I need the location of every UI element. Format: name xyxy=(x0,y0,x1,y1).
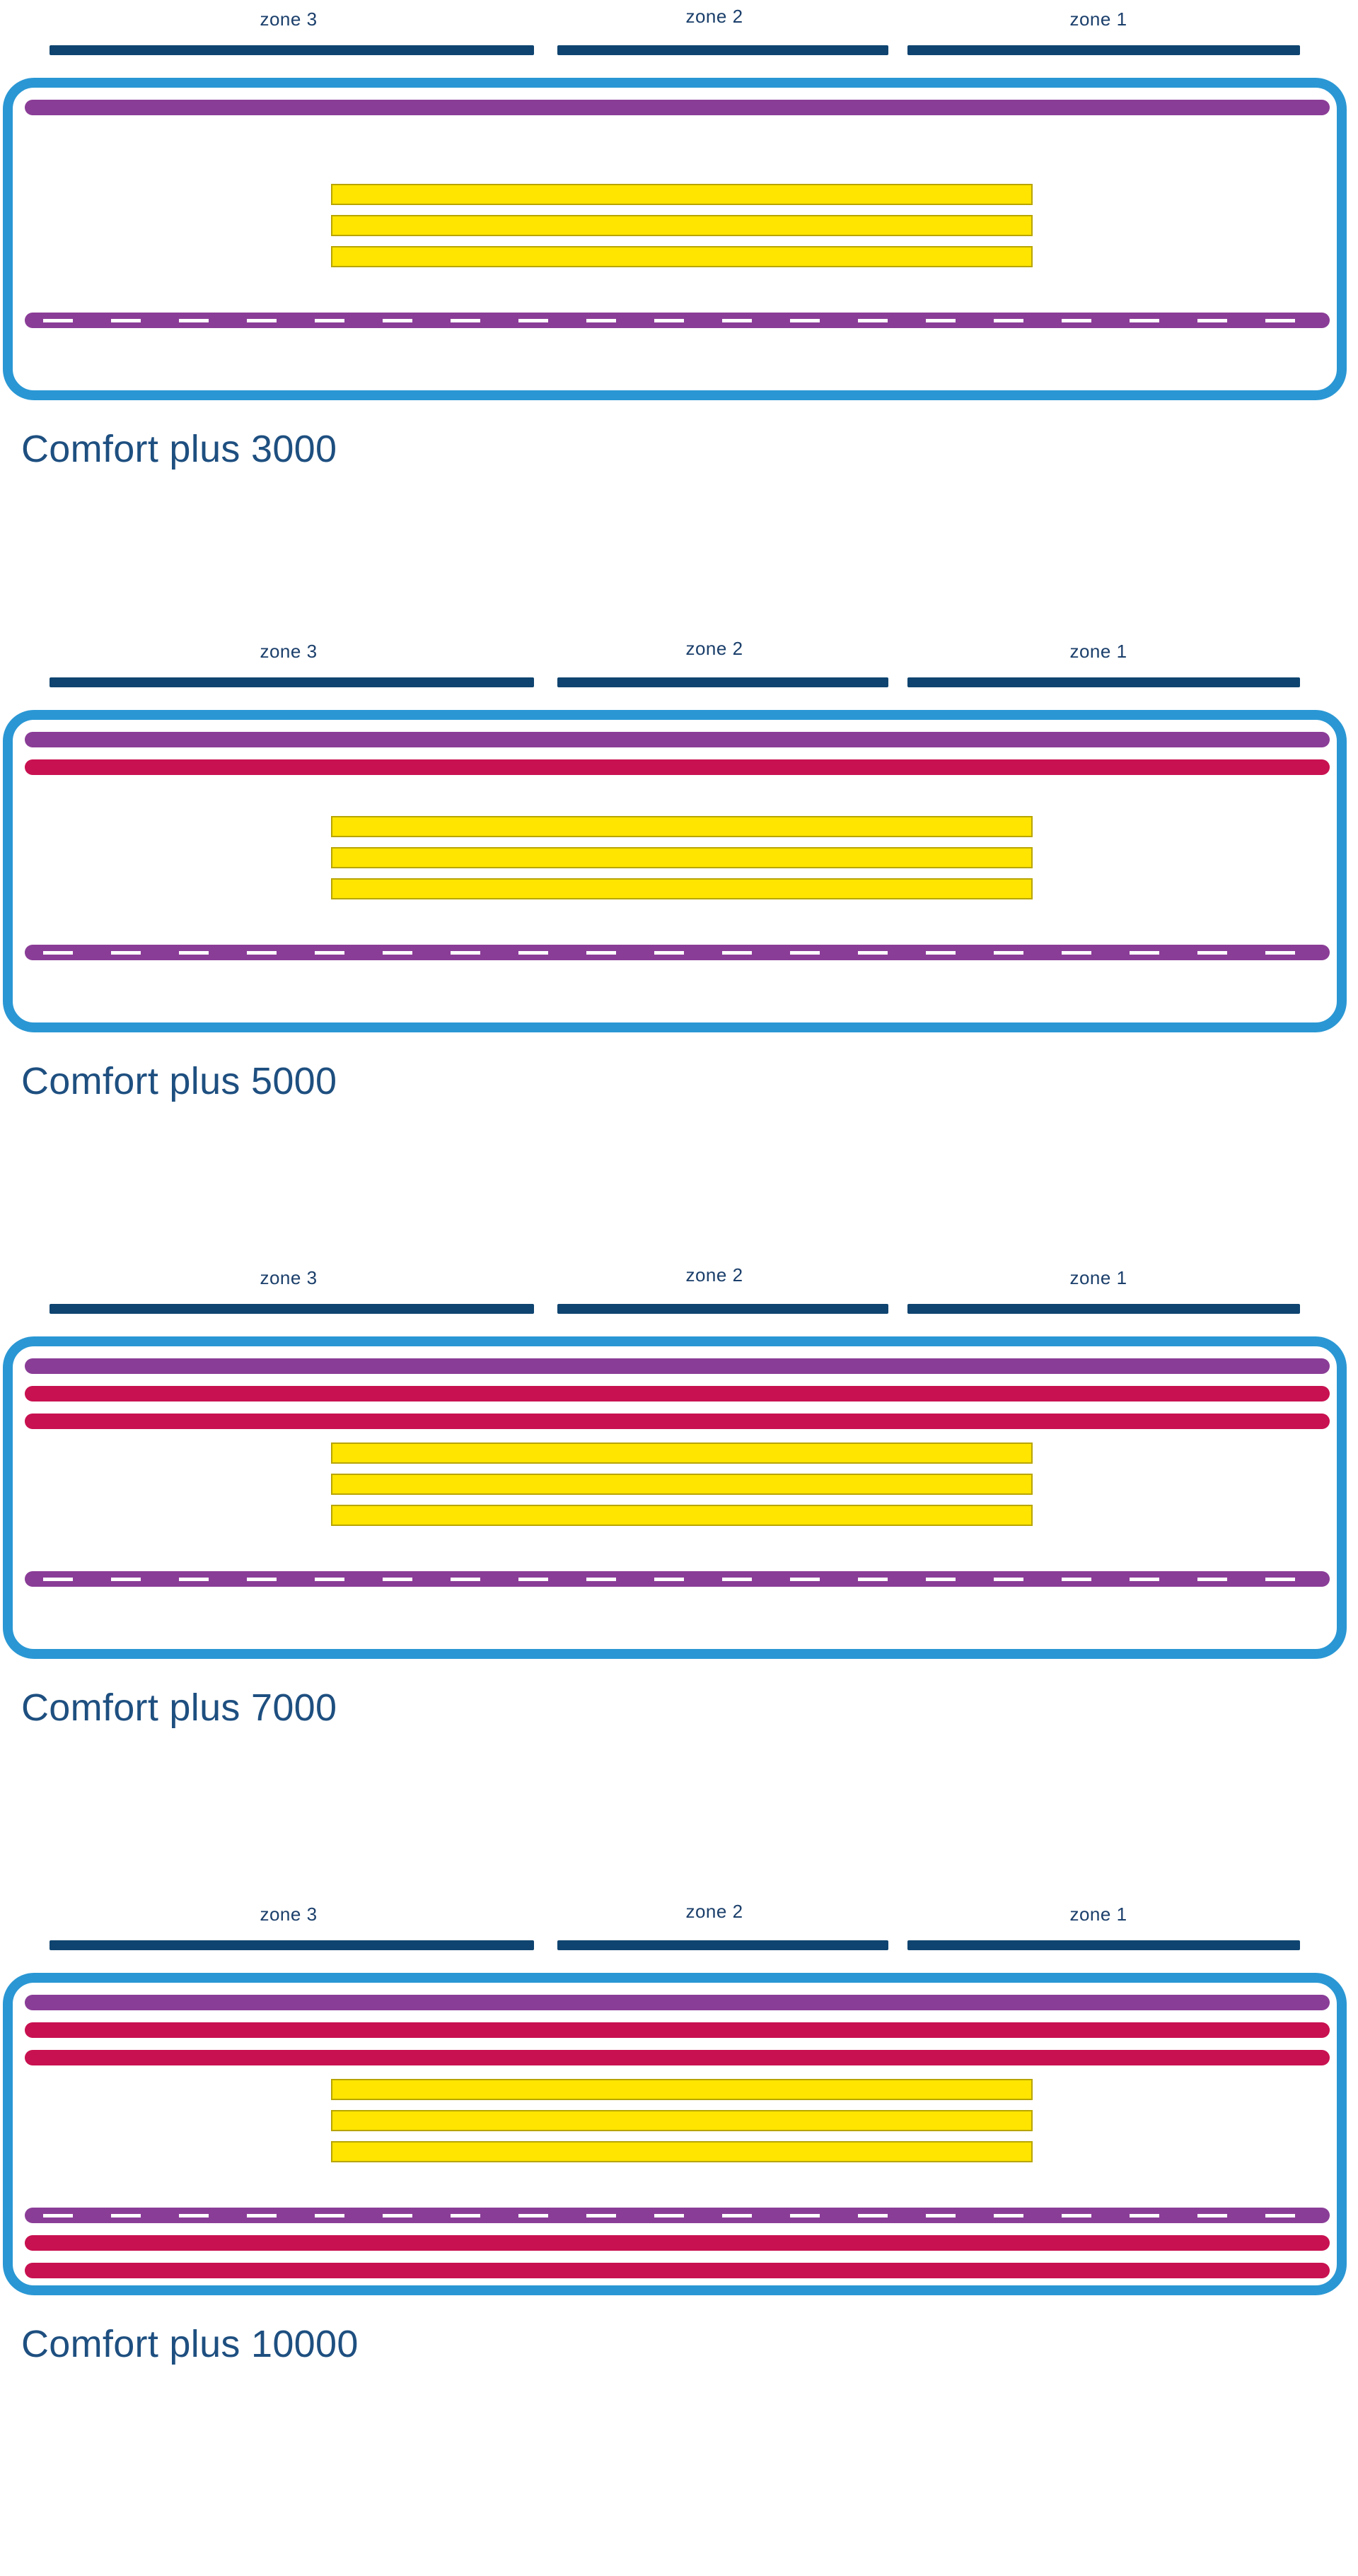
yellow-slat xyxy=(331,215,1033,236)
model-caption: Comfort plus 10000 xyxy=(21,2323,359,2365)
yellow-slat xyxy=(331,878,1033,899)
purple-tube xyxy=(25,732,1330,747)
yellow-slat xyxy=(331,1474,1033,1495)
zone-bar xyxy=(50,1940,534,1950)
zone-bar xyxy=(907,1940,1300,1950)
yellow-slat xyxy=(331,184,1033,205)
purple-dashed-tube xyxy=(25,2208,1330,2223)
yellow-slat xyxy=(331,2110,1033,2131)
yellow-slat xyxy=(331,1443,1033,1464)
zone-label: zone 1 xyxy=(1069,1267,1127,1288)
zone-label: zone 1 xyxy=(1069,1904,1127,1925)
zone-bar xyxy=(907,1304,1300,1314)
zone-bar xyxy=(557,1304,888,1314)
zone-label: zone 2 xyxy=(685,1264,743,1286)
zone-label: zone 3 xyxy=(260,8,318,30)
model-caption: Comfort plus 7000 xyxy=(21,1686,337,1729)
zone-bar xyxy=(907,677,1300,687)
red-tube xyxy=(25,759,1330,775)
zone-label: zone 3 xyxy=(260,641,318,662)
purple-tube xyxy=(25,1995,1330,2010)
zone-bar xyxy=(557,1940,888,1950)
red-tube xyxy=(25,2235,1330,2251)
red-tube xyxy=(25,1414,1330,1429)
purple-tube xyxy=(25,1358,1330,1374)
yellow-slat xyxy=(331,816,1033,837)
purple-dashed-tube xyxy=(25,313,1330,328)
enclosure-frame xyxy=(3,710,1347,1032)
model-caption: Comfort plus 5000 xyxy=(21,1060,337,1102)
diagram-comfort-plus-1: zone 3 zone 2 zone 1 Comfort plus 3000 xyxy=(0,6,1358,588)
purple-dashed-tube xyxy=(25,945,1330,960)
zone-bar xyxy=(50,1304,534,1314)
zone-bar xyxy=(557,45,888,55)
enclosure-frame xyxy=(3,78,1347,400)
zone-label: zone 1 xyxy=(1069,641,1127,662)
red-tube xyxy=(25,1386,1330,1401)
zone-label: zone 3 xyxy=(260,1904,318,1925)
zone-bar xyxy=(557,677,888,687)
zone-label: zone 2 xyxy=(685,1901,743,1922)
red-tube xyxy=(25,2050,1330,2065)
zone-label: zone 3 xyxy=(260,1267,318,1288)
yellow-slat xyxy=(331,246,1033,267)
model-caption: Comfort plus 3000 xyxy=(21,428,337,470)
red-tube xyxy=(25,2263,1330,2278)
yellow-slat xyxy=(331,1505,1033,1526)
yellow-slat xyxy=(331,2079,1033,2100)
diagram-comfort-plus-4: zone 3 zone 2 zone 1 Comfort plus 10000 xyxy=(0,1901,1358,2483)
diagram-comfort-plus-3: zone 3 zone 2 zone 1 Comfort plus 7000 xyxy=(0,1264,1358,1847)
zone-label: zone 1 xyxy=(1069,8,1127,30)
enclosure-frame xyxy=(3,1336,1347,1659)
yellow-slat xyxy=(331,2141,1033,2162)
zone-label: zone 2 xyxy=(685,638,743,659)
purple-tube xyxy=(25,100,1330,115)
diagram-comfort-plus-2: zone 3 zone 2 zone 1 Comfort plus 5000 xyxy=(0,638,1358,1220)
zone-bar xyxy=(50,677,534,687)
zone-bar xyxy=(907,45,1300,55)
purple-dashed-tube xyxy=(25,1571,1330,1587)
red-tube xyxy=(25,2022,1330,2038)
zone-label: zone 2 xyxy=(685,6,743,27)
yellow-slat xyxy=(331,847,1033,868)
zone-bar xyxy=(50,45,534,55)
